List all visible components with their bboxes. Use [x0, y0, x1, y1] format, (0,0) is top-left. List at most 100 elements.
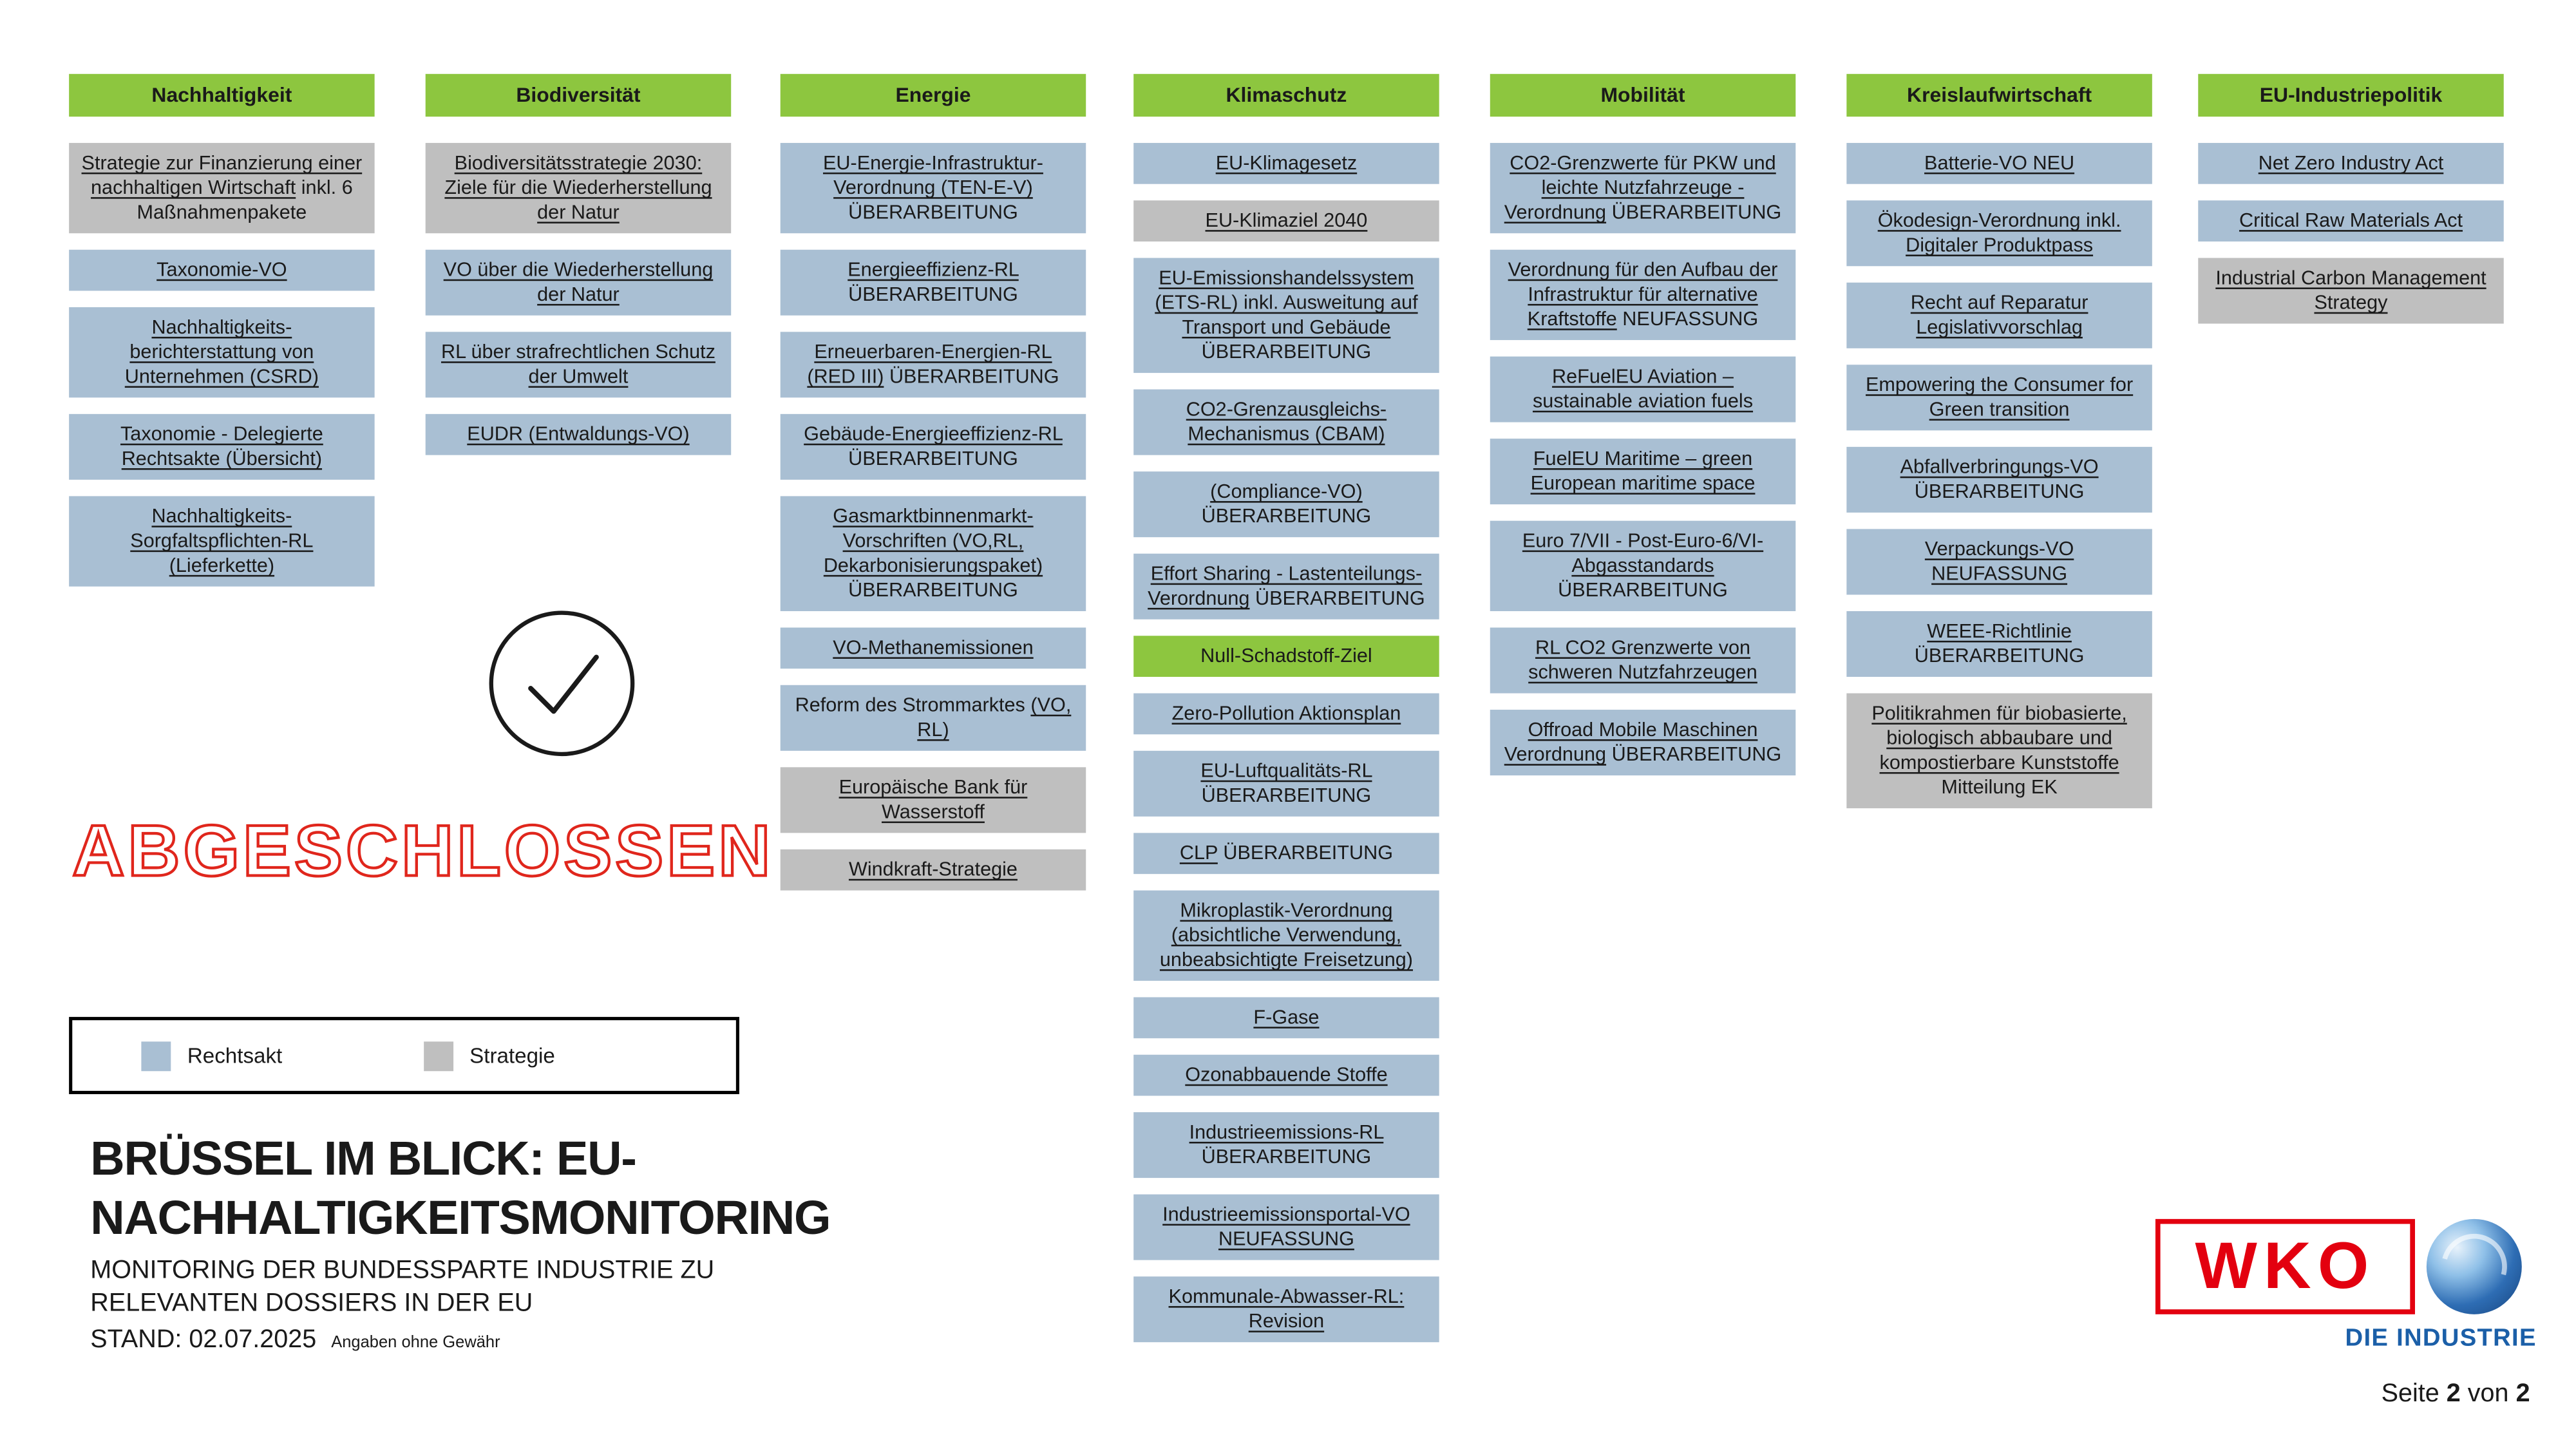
dossier-box[interactable]: Abfallverbringungs-VO ÜBERARBEITUNG — [1846, 446, 2152, 513]
dossier-status: ÜBERARBEITUNG — [848, 578, 1018, 601]
dossier-box[interactable]: Kommunale-Abwasser-RL: Revision — [1133, 1276, 1439, 1343]
legend: Rechtsakt Strategie — [69, 1017, 739, 1094]
dossier-box[interactable]: Industrial Carbon Management Strategy — [2198, 258, 2504, 324]
dossier-label: Null-Schadstoff-Ziel — [1200, 644, 1372, 667]
dossier-box[interactable]: EU-Klimagesetz — [1133, 142, 1439, 184]
dossier-box[interactable]: Ozonabbauende Stoffe — [1133, 1054, 1439, 1096]
dossier-box[interactable]: Erneuerbaren-Energien-RL (RED III) ÜBERA… — [780, 332, 1086, 398]
wko-logo: WKO DIE INDUSTRIE — [2155, 1218, 2537, 1352]
dossier-label: EU-Klimagesetz — [1215, 151, 1358, 175]
dossier-box[interactable]: RL über strafrechtlichen Schutz der Umwe… — [425, 332, 732, 398]
dossier-box[interactable]: Politikrahmen für biobasierte, biologisc… — [1846, 693, 2152, 809]
dossier-box[interactable]: Verpackungs-VO NEUFASSUNG — [1846, 529, 2152, 595]
dossier-box[interactable]: Windkraft-Strategie — [780, 849, 1086, 891]
dossier-prefix: Reform des Strommarktes — [795, 693, 1025, 717]
dossier-label: F-Gase — [1253, 1005, 1320, 1028]
dossier-box[interactable]: (Compliance-VO) ÜBERARBEITUNG — [1133, 471, 1439, 538]
dossier-box[interactable]: VO über die Wiederherstellung der Natur — [425, 249, 732, 316]
dossier-label: RL über strafrechtlichen Schutz der Umwe… — [440, 340, 715, 388]
dossier-box[interactable]: EU-Klimaziel 2040 — [1133, 200, 1439, 242]
dossier-box[interactable]: Mikroplastik-Verordnung (absichtliche Ve… — [1133, 890, 1439, 981]
dossier-box[interactable]: Critical Raw Materials Act — [2198, 200, 2504, 242]
dossier-box[interactable]: EU-Emissionshandelssystem (ETS-RL) inkl.… — [1133, 258, 1439, 374]
dossier-label: CO2-Grenzwerte für PKW und leichte Nutzf… — [1504, 151, 1776, 223]
dossier-box[interactable]: Industrieemissions-RL ÜBERARBEITUNG — [1133, 1112, 1439, 1179]
dossier-box[interactable]: EU-Luftqualitäts-RL ÜBERARBEITUNG — [1133, 750, 1439, 817]
dossier-label: Gasmarktbinnenmarkt-Vorschriften (VO,RL,… — [823, 504, 1043, 577]
legend-label-strategie: Strategie — [469, 1043, 555, 1068]
dossier-box[interactable]: FuelEU Maritime – green European maritim… — [1490, 439, 1796, 505]
column-header: Klimaschutz — [1133, 73, 1439, 117]
dossier-status: ÜBERARBEITUNG — [1201, 340, 1372, 363]
check-circle-icon — [489, 611, 635, 757]
dossier-label: Empowering the Consumer for Green transi… — [1866, 373, 2134, 421]
dossier-status: ÜBERARBEITUNG — [848, 446, 1018, 470]
dossier-box[interactable]: Zero-Pollution Aktionsplan — [1133, 693, 1439, 735]
disclaimer-note: Angaben ohne Gewähr — [331, 1334, 500, 1352]
dossier-box[interactable]: ReFuelEU Aviation – sustainable aviation… — [1490, 356, 1796, 422]
dossier-box[interactable]: EU-Energie-Infrastruktur-Verordnung (TEN… — [780, 142, 1086, 234]
dossier-box[interactable]: Gasmarktbinnenmarkt-Vorschriften (VO,RL,… — [780, 496, 1086, 611]
dossier-box[interactable]: F-Gase — [1133, 997, 1439, 1039]
dossier-box[interactable]: Nachhaltigkeits-berichterstattung von Un… — [69, 307, 375, 398]
dossier-box[interactable]: RL CO2 Grenzwerte von schweren Nutzfahrz… — [1490, 627, 1796, 694]
dossier-box[interactable]: Nachhaltigkeits-Sorgfaltspflichten-RL (L… — [69, 496, 375, 587]
dossier-box[interactable]: Europäische Bank für Wasserstoff — [780, 767, 1086, 833]
dossier-box[interactable]: Offroad Mobile Maschinen Verordnung ÜBER… — [1490, 710, 1796, 776]
dossier-box[interactable]: Recht auf Reparatur Legislativvorschlag — [1846, 282, 2152, 348]
dossier-box: Null-Schadstoff-Ziel — [1133, 636, 1439, 677]
dossier-box[interactable]: Taxonomie-VO — [69, 249, 375, 291]
dossier-label: Mikroplastik-Verordnung (absichtliche Ve… — [1159, 898, 1413, 971]
dossier-box[interactable]: Strategie zur Finanzierung einer nachhal… — [69, 142, 375, 234]
page-number-current: 2 — [2446, 1379, 2461, 1408]
dossier-box[interactable]: Gebäude-Energieeffizienz-RL ÜBERARBEITUN… — [780, 413, 1086, 480]
dossier-label: Zero-Pollution Aktionsplan — [1171, 701, 1401, 724]
dossier-label: WEEE-Richtlinie — [1927, 619, 2072, 643]
page-number-of: von — [2467, 1379, 2509, 1408]
dossier-status: inkl. 6 Maßnahmenpakete — [137, 175, 353, 223]
dossier-status: ÜBERARBEITUNG — [1558, 578, 1728, 601]
dossier-label: Industrial Carbon Management Strategy — [2215, 266, 2486, 314]
dossier-box[interactable]: CO2-Grenzausgleichs-Mechanismus (CBAM) — [1133, 389, 1439, 455]
dossier-label: CLP — [1179, 841, 1218, 864]
dossier-box[interactable]: VO-Methanemissionen — [780, 627, 1086, 669]
dossier-box[interactable]: EUDR (Entwaldungs-VO) — [425, 413, 732, 455]
dossier-box[interactable]: Effort Sharing - Lastenteilungs-Verordnu… — [1133, 553, 1439, 620]
dossier-label: FuelEU Maritime – green European maritim… — [1530, 446, 1756, 495]
dossier-label: Taxonomie - Delegierte Rechtsakte (Übers… — [120, 422, 323, 470]
dossier-box[interactable]: Energieeffizienz-RL ÜBERARBEITUNG — [780, 249, 1086, 316]
page-title-line2: NACHHALTIGKEITSMONITORING — [90, 1193, 831, 1245]
dossier-box[interactable]: Net Zero Industry Act — [2198, 142, 2504, 184]
dossier-label: Gebäude-Energieeffizienz-RL — [804, 422, 1063, 446]
dossier-box[interactable]: Reform des Strommarktes (VO, RL) — [780, 685, 1086, 751]
dossier-status: Mitteilung EK — [1941, 775, 2058, 799]
dossier-status: ÜBERARBEITUNG — [848, 200, 1018, 223]
dossier-label: Industrieemissionsportal-VO NEUFASSUNG — [1162, 1202, 1410, 1251]
subtitle-line2: RELEVANTEN DOSSIERS IN DER EU — [90, 1289, 533, 1318]
dossier-status: ÜBERARBEITUNG — [1201, 783, 1372, 807]
dossier-box[interactable]: Taxonomie - Delegierte Rechtsakte (Übers… — [69, 413, 375, 480]
dossier-box[interactable]: Verordnung für den Aufbau der Infrastruk… — [1490, 249, 1796, 341]
dossier-status: ÜBERARBEITUNG — [1914, 479, 2085, 503]
dossier-label: Ökodesign-Verordnung inkl. Digitaler Pro… — [1877, 208, 2121, 256]
dossier-box[interactable]: Euro 7/VII - Post-Euro-6/VI-Abgasstandar… — [1490, 520, 1796, 611]
dossier-box[interactable]: CLP ÜBERARBEITUNG — [1133, 833, 1439, 875]
dossier-box[interactable]: WEEE-Richtlinie ÜBERARBEITUNG — [1846, 611, 2152, 677]
dossier-box[interactable]: Batterie-VO NEU — [1846, 142, 2152, 184]
dossier-status: NEUFASSUNG — [1622, 307, 1759, 330]
dossier-status: ÜBERARBEITUNG — [1611, 743, 1782, 766]
dossier-label: ReFuelEU Aviation – sustainable aviation… — [1532, 365, 1754, 413]
status-date: STAND: 02.07.2025 — [90, 1325, 317, 1354]
dossier-box[interactable]: Empowering the Consumer for Green transi… — [1846, 365, 2152, 431]
dossier-box[interactable]: Ökodesign-Verordnung inkl. Digitaler Pro… — [1846, 200, 2152, 267]
dossier-label: (VO, RL) — [917, 693, 1072, 741]
dossier-box[interactable]: CO2-Grenzwerte für PKW und leichte Nutzf… — [1490, 142, 1796, 234]
dossier-label: Energieeffizienz-RL — [848, 258, 1019, 281]
dossier-box[interactable]: Industrieemissionsportal-VO NEUFASSUNG — [1133, 1194, 1439, 1260]
legend-swatch-strategie — [423, 1041, 453, 1070]
dossier-box[interactable]: Biodiversitätsstrategie 2030: Ziele für … — [425, 142, 732, 234]
dossier-status: ÜBERARBEITUNG — [1201, 1145, 1372, 1168]
